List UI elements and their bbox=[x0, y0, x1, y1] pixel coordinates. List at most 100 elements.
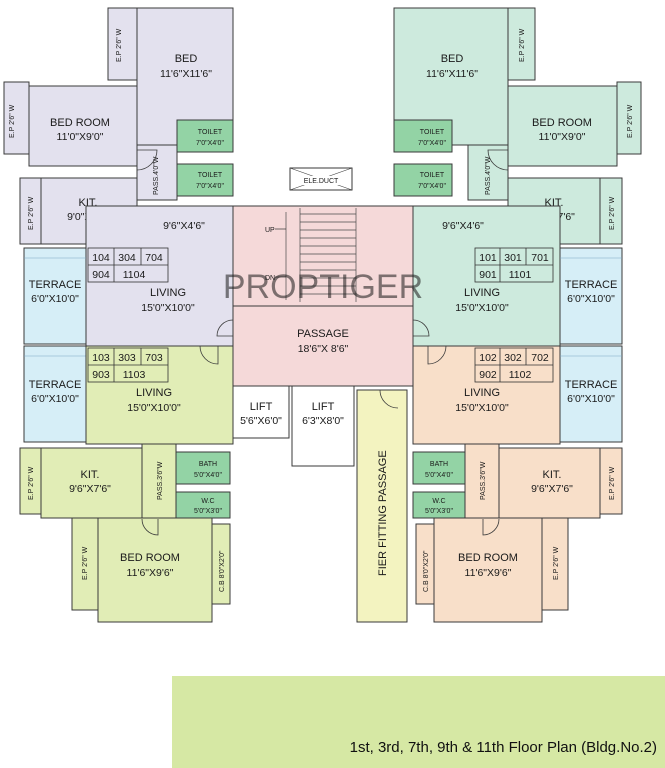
room-toilet-dim: 7'0"X4'0" bbox=[418, 183, 446, 190]
cupboard-label: C.B 8'0"X2'0" bbox=[219, 550, 226, 592]
caption-banner: 1st, 3rd, 7th, 9th & 11th Floor Plan (Bl… bbox=[172, 676, 665, 768]
room-bedroom bbox=[97, 517, 213, 623]
unit-number-table: 101 301 701 901 1101 bbox=[474, 247, 554, 283]
door-arc bbox=[487, 149, 509, 171]
unit-number: 1102 bbox=[509, 369, 532, 381]
room-terrace bbox=[559, 247, 623, 345]
room-alcove-dim: 9'6"X4'6" bbox=[442, 220, 484, 232]
room-passage-dim: 18'6"X 8'6" bbox=[298, 343, 349, 355]
passage-strip-label: PASS.3'6"W bbox=[157, 461, 164, 500]
unit-number: 901 bbox=[479, 269, 497, 281]
room-bedroom bbox=[507, 85, 618, 167]
balcony-ep-label: E.P 2'6" W bbox=[82, 546, 89, 580]
passage-strip-label: PASS.3'6"W bbox=[480, 461, 487, 500]
balcony-ep-label: E.P 2'6" W bbox=[627, 104, 634, 138]
room-wc-name: W.C bbox=[201, 498, 214, 505]
room-living bbox=[412, 205, 561, 347]
floor-plan-title: 1st, 3rd, 7th, 9th & 11th Floor Plan (Bl… bbox=[349, 739, 657, 756]
unit-number: 1104 bbox=[123, 269, 146, 281]
room-bed-name: BED bbox=[175, 53, 198, 65]
room-wc-name: W.C bbox=[432, 498, 445, 505]
flat-top-left: E.P 2'6" W BED 11'6"X11'6" E.P 2'6" W BE… bbox=[3, 7, 234, 347]
room-lift-name: LIFT bbox=[312, 401, 335, 413]
room-bath-dim: 5'0"X4'0" bbox=[194, 472, 222, 479]
unit-number: 302 bbox=[504, 352, 522, 364]
unit-number: 704 bbox=[145, 252, 163, 264]
room-bed-dim: 11'6"X11'6" bbox=[426, 68, 478, 80]
room-terrace bbox=[559, 345, 623, 443]
room-kitchen-name: KIT. bbox=[543, 469, 562, 481]
unit-number: 104 bbox=[92, 252, 110, 264]
room-living-dim: 15'0"X10'0" bbox=[141, 302, 195, 314]
room-bedroom-dim: 11'6"X9'6" bbox=[465, 567, 512, 579]
balcony-ep bbox=[599, 177, 623, 245]
balcony-ep-label: E.P 2'6" W bbox=[9, 104, 16, 138]
room-lift bbox=[291, 385, 355, 467]
room-bedroom-dim: 11'0"X9'0" bbox=[57, 131, 104, 143]
room-bed-name: BED bbox=[441, 53, 464, 65]
room-lift-dim: 6'3"X8'0" bbox=[302, 415, 344, 427]
room-wc-dim: 5'0"X3'0" bbox=[194, 508, 222, 515]
stair-treads bbox=[285, 208, 357, 302]
room-living-name: LIVING bbox=[464, 287, 500, 299]
room-bedroom-name: BED ROOM bbox=[50, 117, 110, 129]
room-living-dim: 15'0"X10'0" bbox=[455, 402, 509, 414]
room-kitchen-dim: 9'6"X7'6" bbox=[69, 483, 111, 495]
room-terrace-dim: 6'0"X10'0" bbox=[567, 293, 615, 305]
unit-number-table: 104 304 704 904 1104 bbox=[87, 247, 169, 283]
room-toilet bbox=[393, 119, 453, 153]
central-core: ELE.DUCT UP DN PROPTIGER PASSAGE 18'6"X … bbox=[216, 167, 430, 623]
room-fire-passage bbox=[356, 389, 408, 623]
balcony-ep-label: E.P 2'6" W bbox=[609, 466, 616, 500]
room-living bbox=[85, 345, 234, 445]
balcony-ep-label: E.P 2'6" W bbox=[116, 28, 123, 62]
balcony-ep bbox=[599, 447, 623, 515]
unit-number: 304 bbox=[118, 252, 136, 264]
balcony-ep bbox=[107, 7, 138, 81]
unit-number: 101 bbox=[479, 252, 497, 264]
flat-bottom-right: LIVING 15'0"X10'0" 102 302 702 902 1102 … bbox=[412, 345, 623, 623]
door-arc bbox=[136, 149, 158, 171]
room-lift bbox=[232, 385, 290, 439]
balcony-ep bbox=[3, 81, 30, 155]
door-arc bbox=[141, 518, 159, 536]
balcony-ep-label: E.P 2'6" W bbox=[28, 196, 35, 230]
door-arc bbox=[427, 345, 447, 365]
balcony-ep-label: E.P 2'6" W bbox=[553, 546, 560, 580]
balcony-ep-label: E.P 2'6" W bbox=[609, 196, 616, 230]
door-arc bbox=[216, 319, 234, 337]
room-bath bbox=[175, 451, 231, 485]
room-terrace-name: TERRACE bbox=[565, 279, 618, 291]
balcony-ep-label: E.P 2'6" W bbox=[519, 28, 526, 62]
electric-duct-label: ELE.DUCT bbox=[304, 178, 339, 185]
room-terrace bbox=[23, 345, 87, 443]
unit-number-table: 103 303 703 903 1103 bbox=[87, 347, 169, 383]
unit-number: 102 bbox=[479, 352, 497, 364]
room-bed-dim: 11'6"X11'6" bbox=[160, 68, 212, 80]
cupboard-label: C.B 8'0"X2'0" bbox=[423, 550, 430, 592]
room-toilet-dim: 7'0"X4'0" bbox=[418, 140, 446, 147]
room-bedroom-dim: 11'0"X9'0" bbox=[539, 131, 586, 143]
flat-bottom-left: TERRACE 6'0"X10'0" LIVING 15'0"X10'0" 10… bbox=[19, 345, 234, 623]
unit-number: 1103 bbox=[123, 369, 146, 381]
room-fire-passage-name: FIER FITTING PASSAGE bbox=[377, 450, 389, 576]
balcony-ep bbox=[71, 517, 99, 611]
room-bedroom-name: BED ROOM bbox=[458, 552, 518, 564]
room-alcove-dim: 9'6"X4'6" bbox=[163, 220, 205, 232]
room-kitchen-dim: 9'6"X7'6" bbox=[531, 483, 573, 495]
room-terrace-name: TERRACE bbox=[565, 379, 618, 391]
room-terrace-name: TERRACE bbox=[29, 279, 82, 291]
door-arc bbox=[379, 389, 399, 409]
room-bedroom bbox=[28, 85, 138, 167]
unit-number: 301 bbox=[504, 252, 522, 264]
balcony-ep bbox=[507, 7, 536, 81]
room-bath bbox=[412, 451, 466, 485]
passage-strip-label: PASS.4'0"W bbox=[485, 156, 492, 195]
room-toilet-name: TOILET bbox=[420, 172, 445, 179]
room-bedroom-name: BED ROOM bbox=[532, 117, 592, 129]
room-toilet-dim: 7'0"X4'0" bbox=[196, 183, 224, 190]
unit-number: 703 bbox=[145, 352, 163, 364]
watermark-text: PROPTIGER bbox=[223, 268, 423, 306]
unit-number-table: 102 302 702 902 1102 bbox=[474, 347, 554, 383]
room-bedroom-name: BED ROOM bbox=[120, 552, 180, 564]
